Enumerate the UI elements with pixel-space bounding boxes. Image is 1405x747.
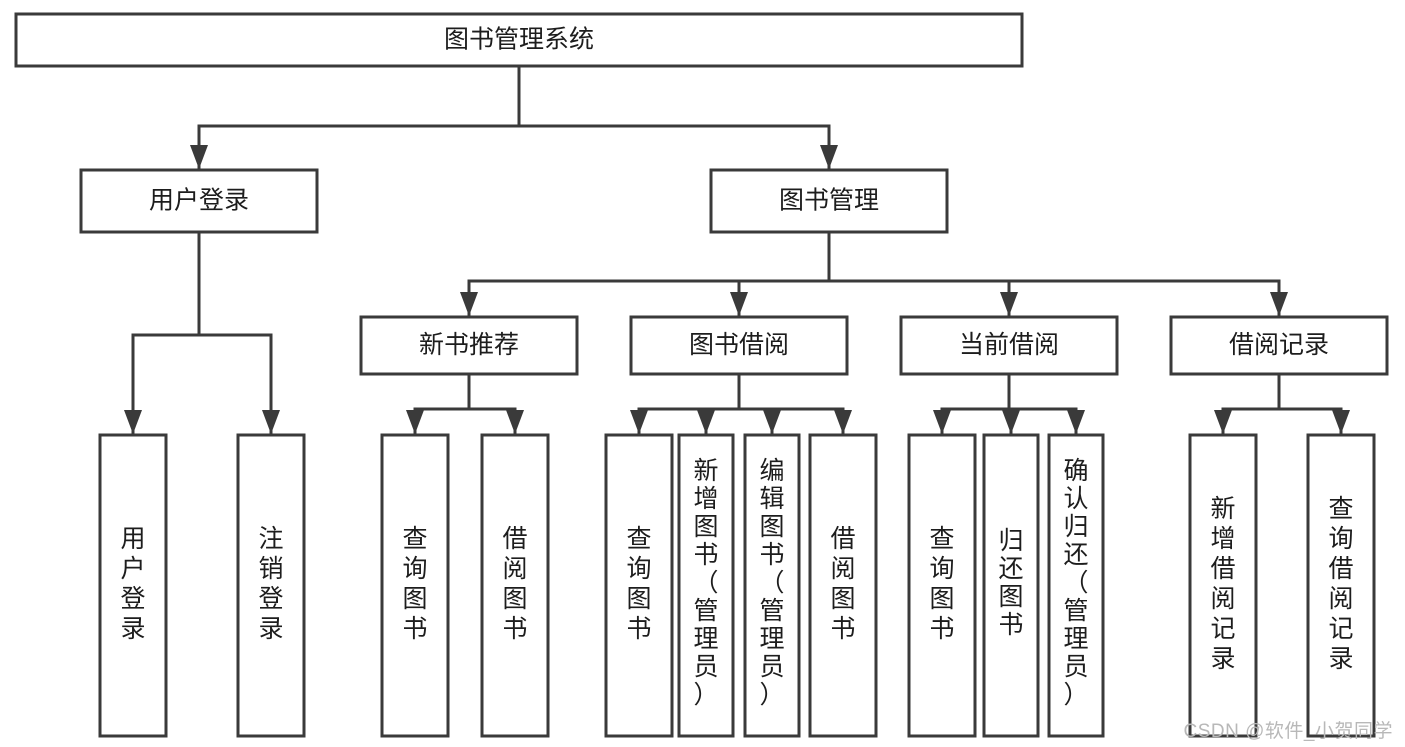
- arrow-head-book-manage-1: [730, 292, 748, 316]
- node-leaf-logout-box[interactable]: [236, 433, 306, 738]
- node-root-system[interactable]: 图书管理系统: [14, 12, 1024, 68]
- arrow-head-new-book-rec-1: [506, 410, 524, 434]
- node-new-book-rec-box[interactable]: [359, 315, 579, 376]
- node-book-manage[interactable]: 图书管理: [709, 168, 949, 234]
- arrow-head-root-1: [820, 145, 838, 169]
- node-leaf-borrow-book-2[interactable]: 借阅图书: [808, 433, 878, 738]
- node-leaf-query-record-box[interactable]: [1306, 433, 1376, 738]
- node-leaf-query-book-3[interactable]: 查询图书: [907, 433, 977, 738]
- arrow-head-book-borrow-0: [630, 410, 648, 434]
- arrow-head-book-manage-0: [460, 292, 478, 316]
- node-leaf-add-record-box[interactable]: [1188, 433, 1258, 738]
- node-leaf-borrow-book-2-label: 借阅图书: [830, 525, 855, 643]
- node-leaf-query-book-2[interactable]: 查询图书: [604, 433, 674, 738]
- node-new-book-rec[interactable]: 新书推荐: [359, 315, 579, 376]
- node-current-borrow-label: 当前借阅: [959, 331, 1059, 359]
- node-book-borrow-label: 图书借阅: [689, 331, 789, 359]
- node-book-borrow-box[interactable]: [629, 315, 849, 376]
- node-root-system-box[interactable]: [14, 12, 1024, 68]
- node-book-borrow[interactable]: 图书借阅: [629, 315, 849, 376]
- node-leaf-add-record[interactable]: 新增借阅记录: [1188, 433, 1258, 738]
- node-leaf-edit-book[interactable]: 编辑图书（管理员）: [743, 433, 801, 738]
- node-current-borrow-box[interactable]: [899, 315, 1119, 376]
- node-leaf-query-book-3-box[interactable]: [907, 433, 977, 738]
- node-leaf-query-book-1-box[interactable]: [380, 433, 450, 738]
- node-leaf-add-record-label: 新增借阅记录: [1210, 495, 1235, 673]
- node-leaf-confirm-return-box[interactable]: [1047, 433, 1105, 738]
- node-leaf-user-login[interactable]: 用户登录: [98, 433, 168, 738]
- nodes-layer: 图书管理系统用户登录图书管理新书推荐图书借阅当前借阅借阅记录用户登录注销登录查询…: [14, 12, 1389, 738]
- node-book-manage-box[interactable]: [709, 168, 949, 234]
- node-leaf-query-record[interactable]: 查询借阅记录: [1306, 433, 1376, 738]
- arrow-head-borrow-record-0: [1214, 410, 1232, 434]
- node-leaf-borrow-book-2-box[interactable]: [808, 433, 878, 738]
- node-leaf-logout[interactable]: 注销登录: [236, 433, 306, 738]
- arrow-head-book-borrow-3: [834, 410, 852, 434]
- arrow-head-book-manage-3: [1270, 292, 1288, 316]
- node-leaf-confirm-return-label: 确认归还（管理员）: [1063, 457, 1088, 709]
- node-user-login[interactable]: 用户登录: [79, 168, 319, 234]
- arrow-head-book-manage-2: [1000, 292, 1018, 316]
- node-user-login-label: 用户登录: [149, 187, 249, 215]
- node-leaf-query-book-2-box[interactable]: [604, 433, 674, 738]
- node-leaf-return-book-box[interactable]: [982, 433, 1040, 738]
- node-leaf-add-book-box[interactable]: [677, 433, 735, 738]
- node-leaf-borrow-book-1-label: 借阅图书: [502, 525, 527, 643]
- arrow-head-current-borrow-1: [1002, 410, 1020, 434]
- node-leaf-user-login-box[interactable]: [98, 433, 168, 738]
- arrow-head-user-login-0: [124, 410, 142, 434]
- node-leaf-borrow-book-1-box[interactable]: [480, 433, 550, 738]
- node-leaf-query-record-label: 查询借阅记录: [1328, 495, 1353, 673]
- node-leaf-query-book-1[interactable]: 查询图书: [380, 433, 450, 738]
- node-user-login-box[interactable]: [79, 168, 319, 234]
- node-leaf-query-book-2-label: 查询图书: [626, 525, 651, 643]
- arrow-head-current-borrow-0: [933, 410, 951, 434]
- node-leaf-add-book[interactable]: 新增图书（管理员）: [677, 433, 735, 738]
- node-leaf-edit-book-label: 编辑图书（管理员）: [759, 457, 784, 709]
- arrow-head-user-login-1: [262, 410, 280, 434]
- node-leaf-return-book-label: 归还图书: [998, 527, 1023, 639]
- arrow-head-current-borrow-2: [1067, 410, 1085, 434]
- node-new-book-rec-label: 新书推荐: [419, 331, 519, 359]
- node-root-system-label: 图书管理系统: [444, 26, 594, 54]
- node-leaf-edit-book-box[interactable]: [743, 433, 801, 738]
- node-leaf-borrow-book-1[interactable]: 借阅图书: [480, 433, 550, 738]
- node-leaf-query-book-3-label: 查询图书: [929, 525, 954, 643]
- node-current-borrow[interactable]: 当前借阅: [899, 315, 1119, 376]
- arrow-head-book-borrow-1: [697, 410, 715, 434]
- node-leaf-return-book[interactable]: 归还图书: [982, 433, 1040, 738]
- arrow-head-book-borrow-2: [763, 410, 781, 434]
- arrow-head-borrow-record-1: [1332, 410, 1350, 434]
- node-leaf-logout-label: 注销登录: [258, 525, 283, 643]
- arrow-head-root-0: [190, 145, 208, 169]
- node-borrow-record[interactable]: 借阅记录: [1169, 315, 1389, 376]
- node-borrow-record-label: 借阅记录: [1229, 331, 1329, 359]
- node-leaf-user-login-label: 用户登录: [120, 525, 145, 643]
- node-leaf-query-book-1-label: 查询图书: [402, 525, 427, 643]
- connectors-layer: [124, 64, 1350, 435]
- node-book-manage-label: 图书管理: [779, 187, 879, 215]
- node-borrow-record-box[interactable]: [1169, 315, 1389, 376]
- arrow-head-new-book-rec-0: [406, 410, 424, 434]
- node-leaf-confirm-return[interactable]: 确认归还（管理员）: [1047, 433, 1105, 738]
- node-leaf-add-book-label: 新增图书（管理员）: [693, 457, 718, 709]
